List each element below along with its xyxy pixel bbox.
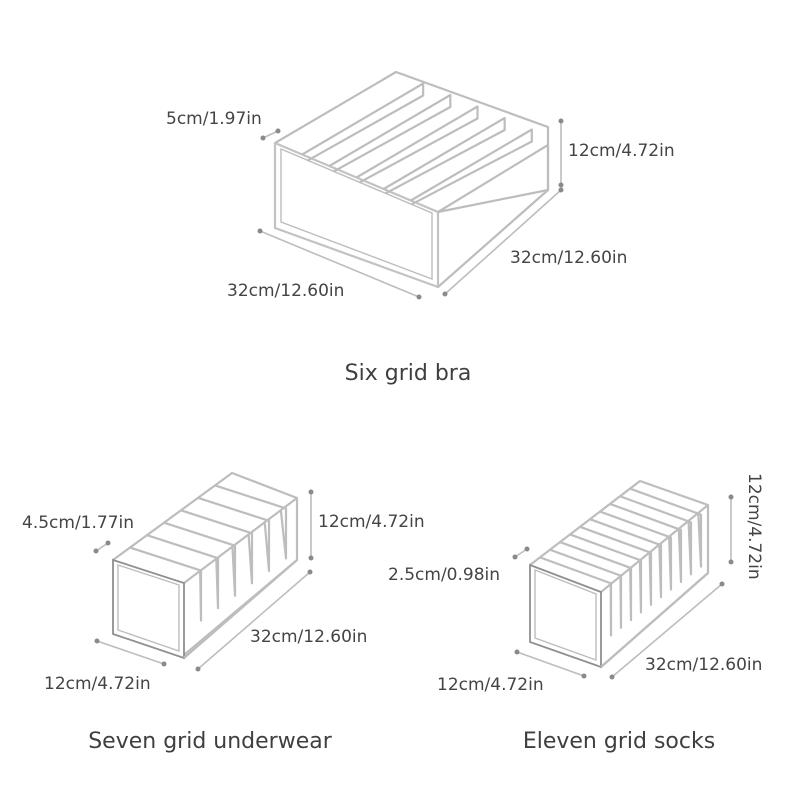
seven-compartment-dimension: 4.5cm/1.77in: [22, 513, 134, 554]
eleven-grid-dividers: [539, 487, 703, 637]
seven-grid-divider: [163, 521, 237, 597]
eleven-grid-divider: [579, 525, 653, 606]
seven-grid-divider: [129, 546, 203, 622]
eleven-width-label: 12cm/4.72in: [437, 675, 544, 695]
seven-grid-divider: [180, 509, 254, 585]
seven-height-label: 12cm/4.72in: [318, 512, 425, 532]
six-width-label: 32cm/12.60in: [227, 281, 344, 301]
six-width-dimension: 32cm/12.60in: [227, 228, 422, 301]
seven-grid-divider: [146, 534, 220, 610]
six-grid-divider: [355, 105, 479, 184]
six-height-dimension: 12cm/4.72in: [558, 118, 675, 188]
eleven-grid-divider: [609, 502, 683, 584]
seven-grid-divider: [214, 484, 288, 560]
six-grid-divider: [410, 128, 533, 206]
eleven-grid-organizer: 2.5cm/0.98in 12cm/4.72in 32cm/12.60in 12…: [388, 473, 764, 754]
eleven-depth-label: 32cm/12.60in: [645, 655, 762, 675]
eleven-compartment-label: 2.5cm/0.98in: [388, 565, 500, 585]
eleven-grid-divider: [549, 548, 623, 629]
six-compartment-dimension: 5cm/1.97in: [166, 109, 281, 141]
seven-width-dimension: 12cm/4.72in: [44, 638, 167, 694]
eleven-width-dimension: 12cm/4.72in: [437, 649, 587, 695]
six-grid-box-drawing: [273, 70, 550, 289]
six-grid-divider: [328, 93, 452, 173]
six-compartment-label: 5cm/1.97in: [166, 109, 262, 129]
seven-depth-label: 32cm/12.60in: [250, 627, 367, 647]
eleven-grid-box-drawing: [529, 479, 710, 669]
six-grid-divider: [383, 116, 506, 195]
six-depth-dimension: 32cm/12.60in: [442, 187, 627, 297]
eleven-grid-divider: [619, 495, 693, 576]
six-depth-label: 32cm/12.60in: [510, 248, 627, 268]
seven-width-label: 12cm/4.72in: [44, 674, 151, 694]
seven-grid-caption: Seven grid underwear: [88, 729, 333, 754]
six-grid-organizer: 5cm/1.97in 12cm/4.72in 32cm/12.60in 32cm…: [166, 70, 675, 386]
six-grid-divider: [301, 82, 425, 162]
eleven-grid-divider: [539, 556, 613, 637]
seven-height-dimension: 12cm/4.72in: [308, 489, 425, 561]
six-height-label: 12cm/4.72in: [568, 141, 675, 161]
six-grid-caption: Six grid bra: [345, 361, 472, 386]
seven-grid-divider: [197, 496, 271, 572]
eleven-grid-divider: [629, 487, 703, 568]
seven-grid-dividers: [129, 484, 288, 622]
eleven-grid-divider: [599, 510, 673, 591]
seven-depth-dimension: 32cm/12.60in: [195, 569, 367, 672]
six-grid-dividers: [301, 82, 533, 206]
eleven-grid-divider: [569, 533, 643, 614]
eleven-grid-divider: [589, 518, 663, 599]
seven-compartment-label: 4.5cm/1.77in: [22, 513, 134, 533]
eleven-compartment-dimension: 2.5cm/0.98in: [388, 546, 530, 585]
eleven-height-dimension: 12cm/4.72in: [728, 473, 764, 580]
eleven-grid-caption: Eleven grid socks: [523, 729, 715, 754]
eleven-grid-divider: [559, 541, 633, 622]
eleven-height-label: 12cm/4.72in: [744, 473, 764, 580]
seven-grid-organizer: 4.5cm/1.77in 12cm/4.72in 32cm/12.60in 12…: [22, 471, 425, 754]
seven-grid-box-drawing: [112, 471, 299, 660]
eleven-depth-dimension: 32cm/12.60in: [609, 581, 762, 680]
